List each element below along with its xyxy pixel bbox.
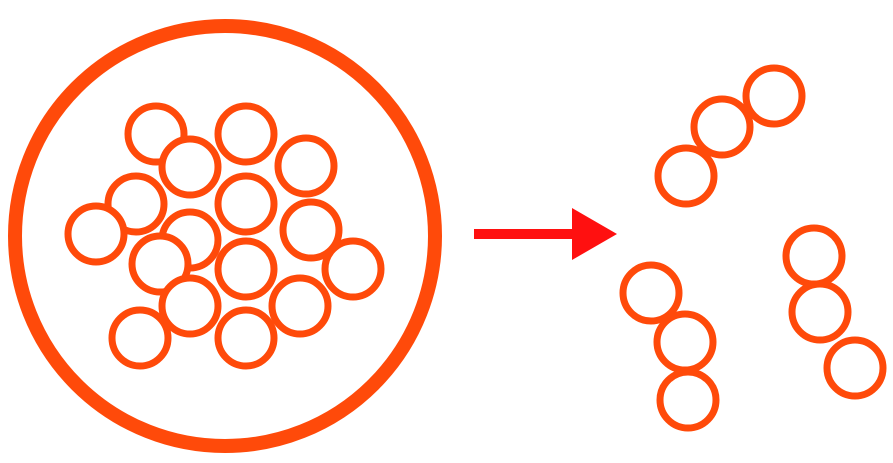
chain-particle bbox=[654, 144, 718, 208]
chain-particle bbox=[619, 261, 683, 325]
cluster-particle bbox=[108, 306, 172, 370]
chain-particle bbox=[823, 336, 887, 400]
cluster-particle bbox=[214, 102, 278, 166]
particle-chain bbox=[782, 224, 887, 400]
cluster-particle bbox=[64, 202, 128, 266]
chain-particle bbox=[656, 368, 720, 432]
arrow-right-icon bbox=[572, 208, 617, 260]
particle-chain bbox=[654, 64, 806, 208]
cluster-particle bbox=[158, 274, 222, 338]
chain-particle bbox=[690, 95, 754, 159]
after-group bbox=[619, 64, 887, 432]
chain-particle bbox=[742, 64, 806, 128]
particle-chain bbox=[619, 261, 720, 432]
cluster-particle bbox=[274, 134, 338, 198]
cluster-particle bbox=[321, 237, 385, 301]
particle-cluster bbox=[64, 102, 385, 370]
before-group bbox=[8, 19, 442, 453]
cluster-particle bbox=[268, 274, 332, 338]
cluster-particle bbox=[214, 237, 278, 301]
cluster-particle bbox=[214, 172, 278, 236]
chain-particle bbox=[653, 310, 717, 374]
chain-particle bbox=[788, 280, 852, 344]
cluster-particle bbox=[128, 232, 192, 296]
cluster-particle bbox=[214, 306, 278, 370]
cluster-particle bbox=[158, 135, 222, 199]
arrow-group bbox=[474, 208, 617, 260]
chain-particle bbox=[782, 224, 846, 288]
container-circle bbox=[8, 19, 442, 453]
cluster-particle bbox=[279, 198, 343, 262]
